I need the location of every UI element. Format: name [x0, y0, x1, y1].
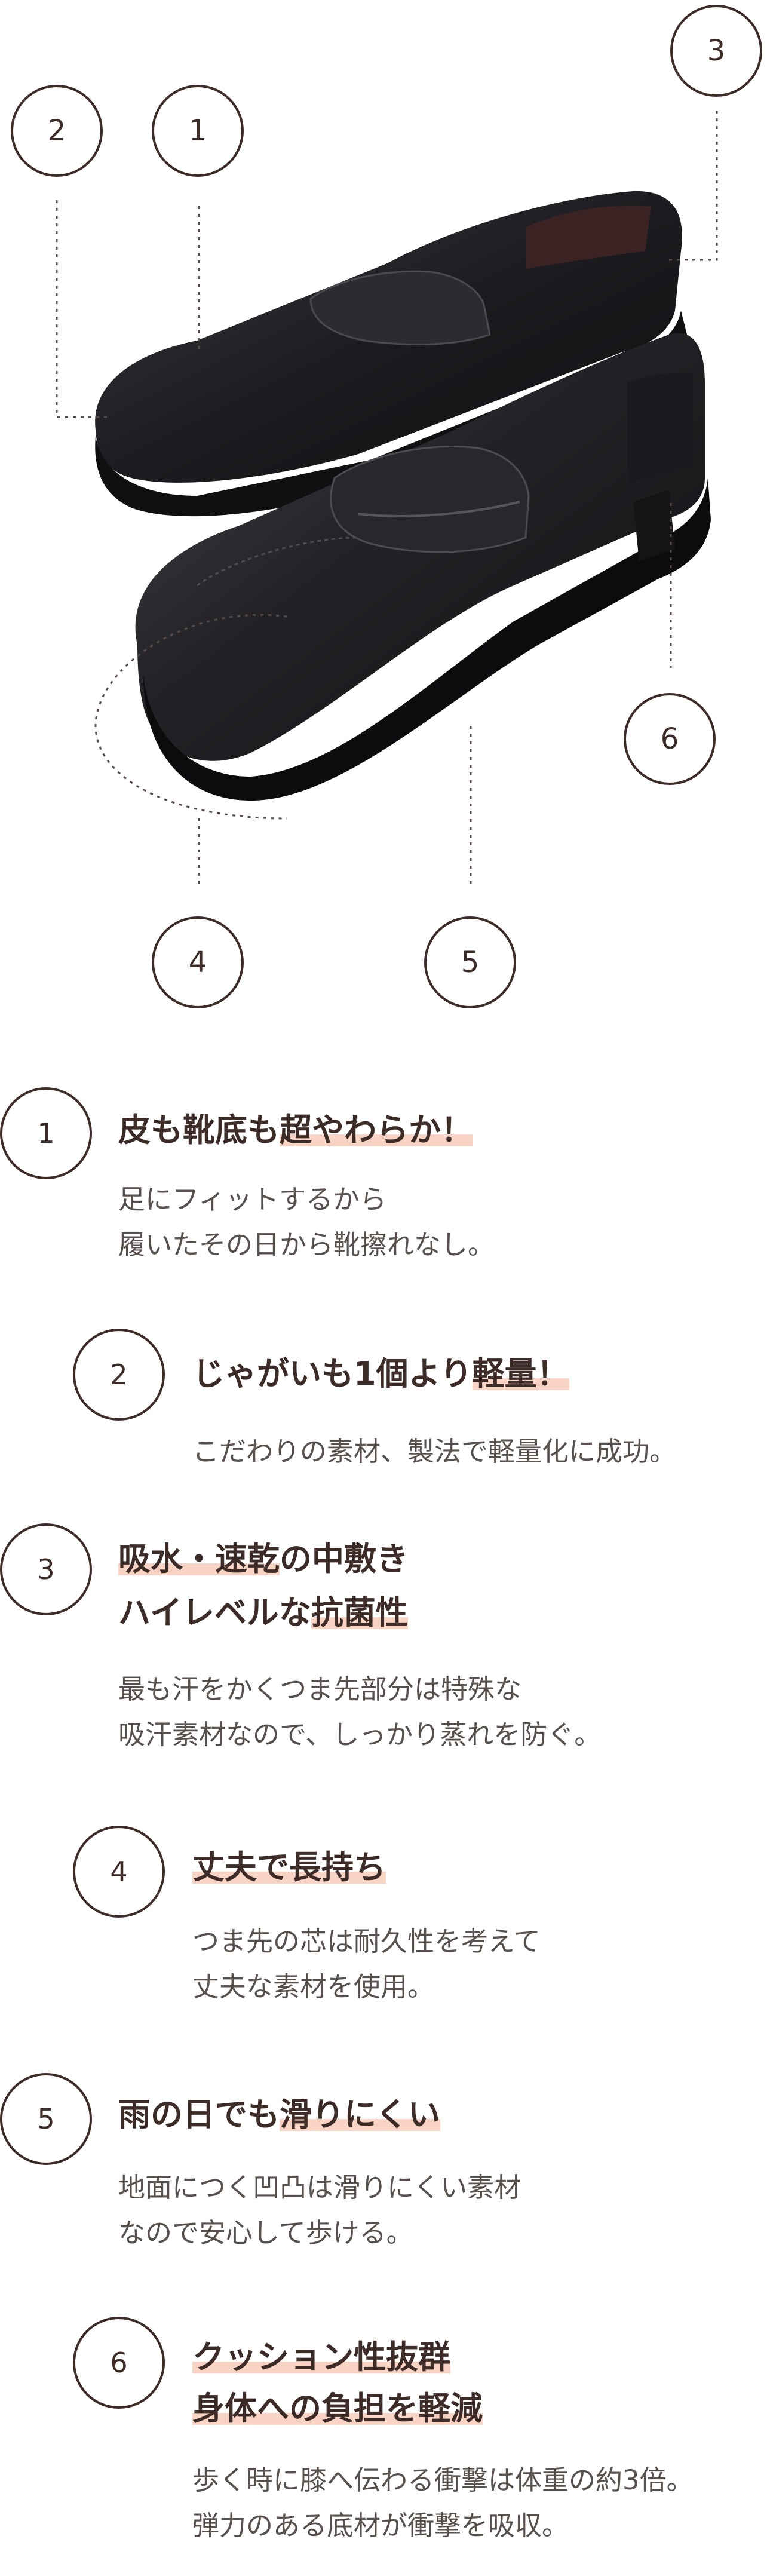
feature-title: 吸水・速乾の中敷き — [118, 1540, 409, 1578]
feature-title-line2: 身体への負担を軽減 — [192, 2390, 483, 2427]
feature-description: 足にフィットするから 履いたその日から靴擦れなし。 — [118, 1183, 495, 1261]
front-shoe — [135, 333, 711, 801]
feature-title: 皮も靴底も超やわらか！ — [118, 1111, 473, 1149]
feature-number-badge: 4 — [73, 1826, 165, 1918]
feature-number-badge: 3 — [0, 1523, 92, 1615]
callout-badge-6: 6 — [624, 693, 716, 785]
feature-description: 最も汗をかくつま先部分は特殊な 吸汗素材なので、しっかり蒸れを防ぐ。 — [118, 1673, 602, 1750]
feature-number-badge: 5 — [0, 2073, 92, 2165]
callout-badge-5: 5 — [424, 916, 516, 1008]
feature-description: 歩く時に膝へ伝わる衝撃は体重の約3倍。 弾力のある底材が衝撃を吸収。 — [192, 2464, 694, 2541]
feature-title-line2: ハイレベルな抗菌性 — [118, 1594, 408, 1632]
penny-loafer-shoe-image — [56, 111, 718, 887]
feature-number-badge: 6 — [73, 2317, 165, 2409]
feature-number-badge: 2 — [73, 1329, 165, 1421]
feature-title: 丈夫で長持ち — [192, 1848, 386, 1886]
callout-badge-1: 1 — [152, 85, 244, 177]
feature-description: つま先の芯は耐久性を考えて 丈夫な素材を使用。 — [192, 1925, 541, 2002]
feature-title: 雨の日でも滑りにくい — [118, 2096, 440, 2133]
callout-badge-4: 4 — [152, 916, 244, 1008]
feature-description: 地面につく凹凸は滑りにくい素材 なので安心して歩ける。 — [118, 2172, 521, 2249]
callout-badge-3: 3 — [670, 5, 762, 97]
feature-description: こだわりの素材、製法で軽量化に成功。 — [192, 1436, 677, 1467]
feature-number-badge: 1 — [0, 1087, 92, 1179]
product-figure: 2 1 3 6 4 5 — [0, 0, 767, 1016]
feature-title: じゃがいも1個より軽量！ — [192, 1355, 569, 1393]
feature-title: クッション性抜群 — [192, 2338, 450, 2376]
callout-leader-lines — [56, 111, 718, 887]
callout-badge-2: 2 — [11, 85, 103, 177]
